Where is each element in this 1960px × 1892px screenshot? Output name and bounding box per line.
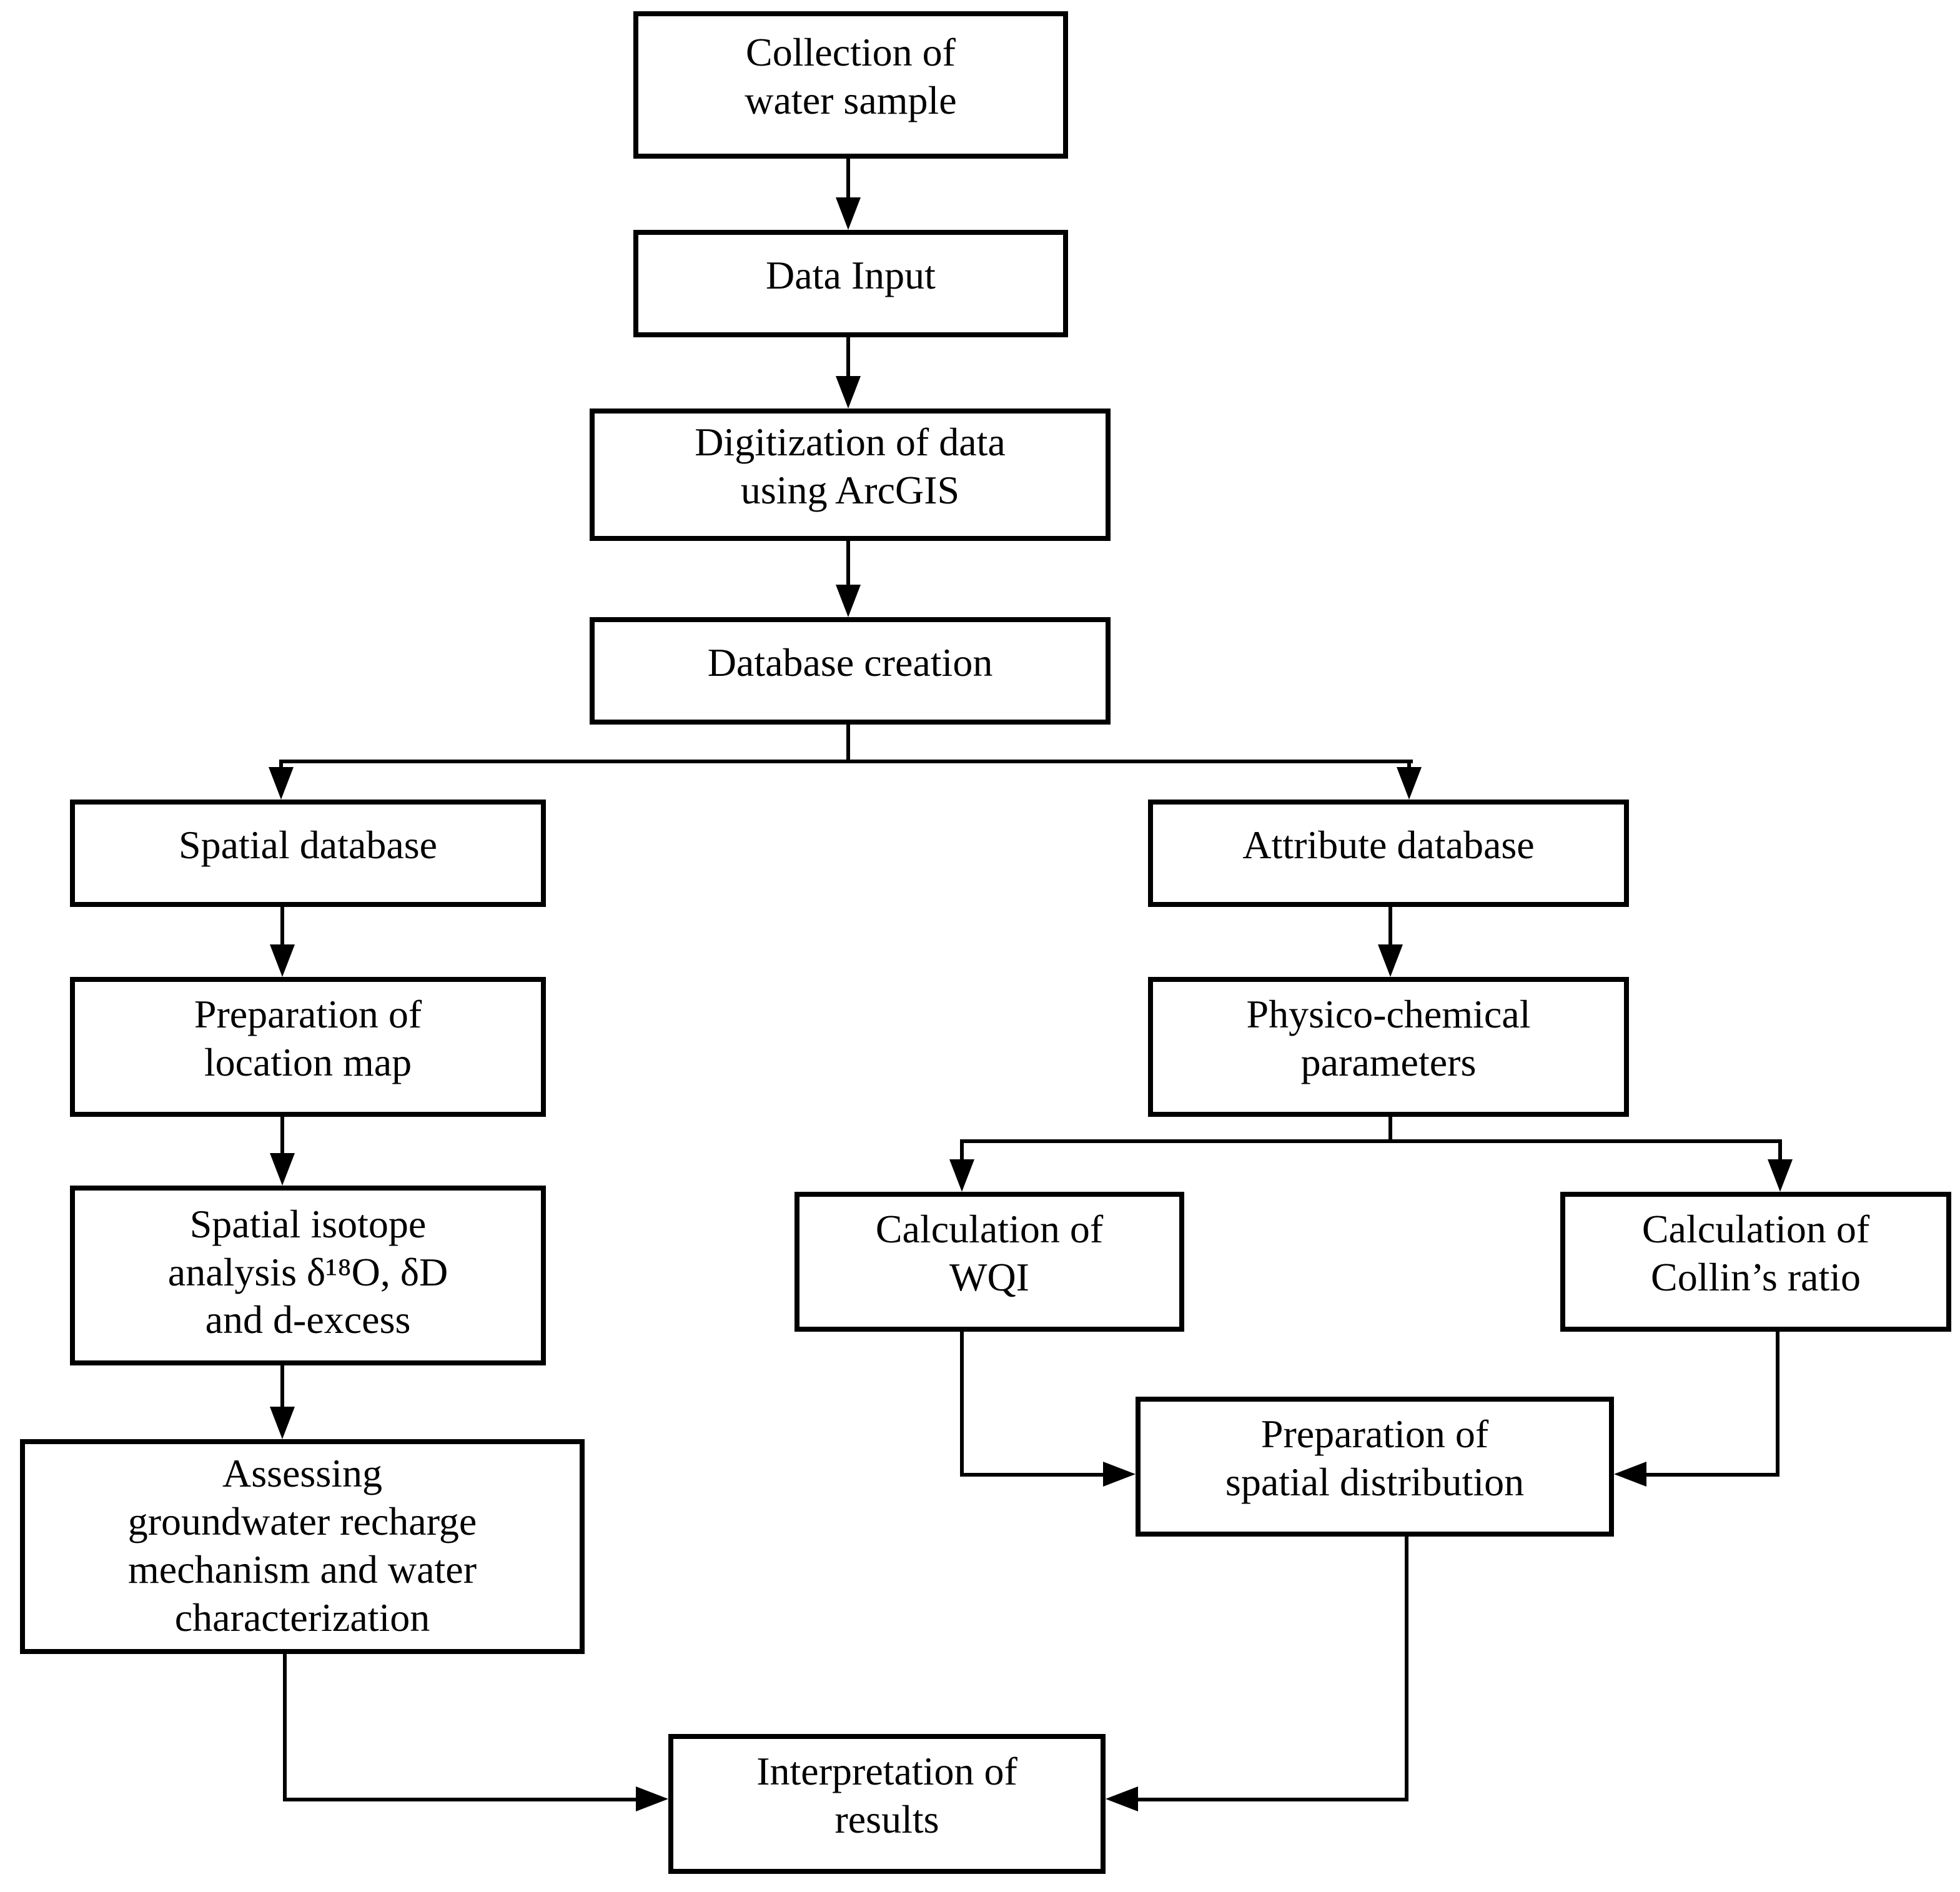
node-preparation-of-spatial-distribution: Preparation of spatial distribution xyxy=(1136,1397,1614,1537)
node-label: Calculation of Collin’s ratio xyxy=(1641,1207,1870,1299)
connector-database-creation-branch xyxy=(281,760,1413,763)
connector-physico-branch xyxy=(962,1139,1780,1143)
node-assessing-groundwater-recharge: Assessing groundwater recharge mechanism… xyxy=(20,1439,585,1654)
node-interpretation-of-results: Interpretation of results xyxy=(668,1734,1106,1874)
arrowhead-branch-to-spatial-database xyxy=(269,767,294,800)
node-label: Attribute database xyxy=(1242,822,1535,867)
node-calculation-of-collins-ratio: Calculation of Collin’s ratio xyxy=(1560,1192,1951,1332)
connector-isotope-analysis-to-assessing xyxy=(280,1365,284,1410)
arrowhead-location-map-to-isotope-analysis xyxy=(270,1153,295,1186)
connector-spatial-distribution-down xyxy=(1405,1537,1408,1801)
connector-physico-stub xyxy=(1388,1117,1392,1143)
node-preparation-of-location-map: Preparation of location map xyxy=(70,977,546,1117)
connector-database-creation-stub xyxy=(846,725,850,763)
arrowhead-digitization-to-database-creation xyxy=(836,585,861,617)
node-physico-chemical-parameters: Physico-chemical parameters xyxy=(1148,977,1629,1117)
node-attribute-database: Attribute database xyxy=(1148,800,1629,907)
connector-location-map-to-isotope-analysis xyxy=(280,1117,284,1157)
node-collection-of-water-sample: Collection of water sample xyxy=(633,11,1068,159)
node-label: Preparation of location map xyxy=(194,992,422,1084)
node-label: Data Input xyxy=(766,252,936,297)
node-spatial-database: Spatial database xyxy=(70,800,546,907)
connector-attribute-database-to-physico xyxy=(1388,907,1392,948)
connector-assessing-across xyxy=(283,1798,640,1801)
arrowhead-branch-to-attribute-database xyxy=(1397,767,1422,800)
connector-assessing-down xyxy=(283,1654,287,1801)
node-label: Collection of water sample xyxy=(745,30,957,122)
node-data-input: Data Input xyxy=(633,230,1068,337)
connector-wqi-across xyxy=(960,1473,1107,1477)
connector-collection-to-data-input xyxy=(846,159,850,202)
connector-spatial-distribution-across xyxy=(1134,1798,1408,1801)
node-label: Database creation xyxy=(707,640,993,685)
connector-data-input-to-digitization xyxy=(846,337,850,379)
arrowhead-collection-to-data-input xyxy=(836,197,861,230)
connector-collins-down xyxy=(1776,1332,1779,1477)
arrowhead-branch-to-collins-ratio xyxy=(1768,1159,1793,1192)
connector-branch-to-wqi xyxy=(960,1139,964,1163)
arrowhead-attribute-database-to-physico xyxy=(1378,944,1403,977)
node-database-creation: Database creation xyxy=(590,617,1111,725)
node-label: Interpretation of results xyxy=(756,1749,1017,1841)
arrowhead-wqi-to-spatial-distribution xyxy=(1103,1462,1136,1487)
arrowhead-collins-to-spatial-distribution xyxy=(1614,1462,1646,1487)
connector-wqi-down xyxy=(960,1332,964,1477)
node-digitization-arcgis: Digitization of data using ArcGIS xyxy=(590,409,1111,541)
arrowhead-assessing-to-interpretation xyxy=(636,1786,668,1811)
node-label: Calculation of WQI xyxy=(875,1207,1104,1299)
node-calculation-of-wqi: Calculation of WQI xyxy=(794,1192,1184,1332)
connector-branch-to-collins-ratio xyxy=(1778,1139,1782,1163)
arrowhead-spatial-distribution-to-interpretation xyxy=(1106,1786,1138,1811)
node-spatial-isotope-analysis: Spatial isotope analysis δ¹⁸O, δD and d-… xyxy=(70,1186,546,1365)
node-label: Spatial isotope analysis δ¹⁸O, δD and d-… xyxy=(167,1201,448,1342)
node-label: Digitization of data using ArcGIS xyxy=(695,420,1006,512)
connector-collins-across xyxy=(1643,1473,1779,1477)
node-label: Physico-chemical parameters xyxy=(1246,992,1531,1084)
connector-spatial-database-to-location-map xyxy=(280,907,284,948)
node-label: Spatial database xyxy=(178,822,438,867)
arrowhead-data-input-to-digitization xyxy=(836,376,861,409)
connector-digitization-to-database-creation xyxy=(846,541,850,587)
arrowhead-isotope-analysis-to-assessing xyxy=(270,1407,295,1439)
node-label: Assessing groundwater recharge mechanism… xyxy=(127,1451,477,1640)
arrowhead-branch-to-wqi xyxy=(949,1159,974,1192)
arrowhead-spatial-database-to-location-map xyxy=(270,944,295,977)
node-label: Preparation of spatial distribution xyxy=(1225,1412,1525,1504)
